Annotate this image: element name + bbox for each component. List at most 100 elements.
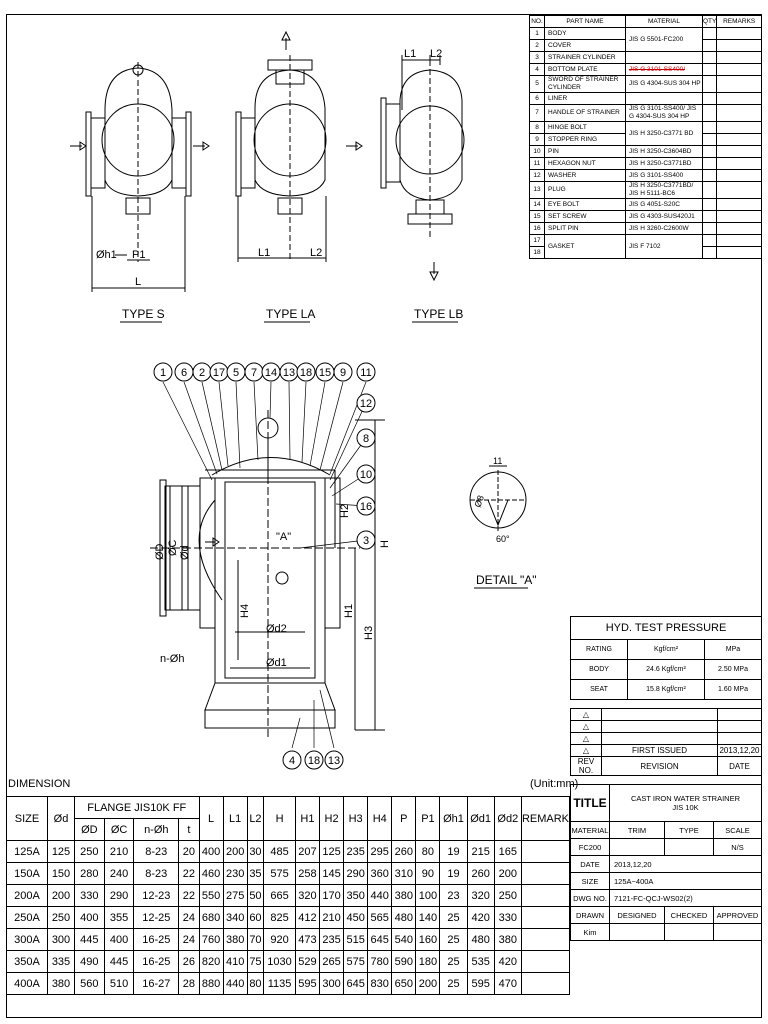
balloon-circle bbox=[356, 530, 376, 550]
dim-header: H4 bbox=[367, 796, 393, 841]
rev-date: 2013,12,20 bbox=[717, 744, 762, 757]
hyd-header-mpa: MPa bbox=[704, 639, 762, 660]
part-remarks bbox=[716, 169, 762, 182]
dim-cell: 480 bbox=[391, 906, 417, 929]
rev-mark-icon: △ bbox=[570, 744, 602, 757]
dim-cell: 170 bbox=[318, 884, 345, 907]
dim-cell: 150 bbox=[47, 862, 75, 885]
dim-cell: 145 bbox=[318, 862, 345, 885]
dim-cell: 90 bbox=[415, 862, 441, 885]
dim-cell: 485 bbox=[263, 840, 296, 863]
dwg-no-label: DWG NO. bbox=[570, 889, 610, 907]
dim-header: Ød bbox=[47, 796, 75, 841]
balloon-circle bbox=[296, 362, 316, 382]
dim-cell: 150A bbox=[6, 862, 48, 885]
table-row: MATERIAL TRIM TYPE SCALE bbox=[570, 821, 762, 839]
dim-cell: 25 bbox=[439, 906, 468, 929]
hyd-kgf: 15.8 Kgf/cm² bbox=[627, 679, 705, 700]
dim-phi-d2: Ød2 bbox=[266, 623, 287, 635]
dim-la-l2: L2 bbox=[310, 247, 322, 259]
dim-cell: 180 bbox=[415, 950, 441, 973]
parts-header-qty: QTY bbox=[701, 15, 718, 28]
part-material: JIS G 5501-FC200 bbox=[625, 27, 703, 52]
dim-p1: P1 bbox=[132, 249, 145, 261]
table-row: DRAWN DESIGNED CHECKED APPROVED bbox=[570, 906, 762, 924]
part-material: JIS H 3250-C3771BD bbox=[625, 157, 703, 170]
dim-cell: 355 bbox=[103, 906, 135, 929]
dim-cell bbox=[520, 928, 571, 951]
dim-cell: 420 bbox=[466, 906, 495, 929]
part-remarks bbox=[716, 145, 762, 158]
rev-text bbox=[601, 732, 718, 745]
dim-cell: 12-23 bbox=[133, 884, 180, 907]
scale-value: N/S bbox=[713, 838, 762, 856]
detail-dim-phi-8: Ø8 bbox=[472, 494, 486, 509]
dim-cell: 820 bbox=[198, 950, 224, 973]
dim-cell: 8-23 bbox=[133, 840, 180, 863]
dim-cell: 230 bbox=[222, 862, 248, 885]
dim-cell: 250A bbox=[6, 906, 48, 929]
dim-cell: 595 bbox=[294, 972, 321, 995]
balloon-number: 4 bbox=[289, 755, 295, 767]
dim-cell: 300 bbox=[318, 972, 345, 995]
dim-phi-d: Ød bbox=[179, 545, 191, 560]
dim-l: L bbox=[135, 276, 141, 288]
dim-cell: 535 bbox=[466, 950, 495, 973]
dim-header: H1 bbox=[294, 796, 321, 841]
part-remarks bbox=[716, 75, 762, 93]
dim-cell: 16-27 bbox=[133, 972, 180, 995]
dim-header: Øh1 bbox=[439, 796, 468, 841]
balloon-circle bbox=[304, 750, 324, 770]
part-qty bbox=[701, 145, 718, 158]
detail-a-label: DETAIL "A" bbox=[476, 573, 537, 587]
part-qty bbox=[701, 246, 718, 259]
dim-cell: 540 bbox=[391, 928, 417, 951]
dim-cell: 445 bbox=[103, 950, 135, 973]
balloon-number: 13 bbox=[328, 755, 340, 767]
part-remarks bbox=[716, 92, 762, 105]
flow-arrow-icon bbox=[193, 141, 210, 151]
part-material-struck: JIS G 3101-SS400/ bbox=[625, 63, 703, 76]
dim-cell: 515 bbox=[343, 928, 369, 951]
dim-cell: 25 bbox=[439, 972, 468, 995]
dim-header-flange: FLANGE JIS10K FF bbox=[74, 796, 200, 819]
dim-h1: H1 bbox=[343, 604, 355, 618]
table-row: △ bbox=[570, 720, 762, 733]
title-label: TITLE bbox=[570, 784, 610, 822]
dim-cell: 550 bbox=[198, 884, 224, 907]
drawn-value: Kim bbox=[570, 923, 610, 941]
balloon-number: 10 bbox=[360, 469, 372, 481]
table-row: SIZE 125A~400A bbox=[570, 872, 762, 890]
dim-cell: 80 bbox=[415, 840, 441, 863]
dim-header: Ød2 bbox=[493, 796, 522, 841]
rev-header-date: DATE bbox=[717, 756, 762, 776]
part-material: JIS F 7102 bbox=[625, 234, 703, 259]
dim-cell: 125 bbox=[47, 840, 75, 863]
dim-header: H3 bbox=[343, 796, 369, 841]
dim-cell: 24 bbox=[178, 906, 200, 929]
approved-label: APPROVED bbox=[713, 906, 762, 924]
dim-cell: 20 bbox=[178, 840, 200, 863]
part-remarks bbox=[716, 51, 762, 64]
dim-cell: 215 bbox=[466, 840, 495, 863]
dim-lb-l2: L2 bbox=[430, 48, 442, 60]
dim-cell: 16-25 bbox=[133, 950, 180, 973]
dim-cell: 380 bbox=[47, 972, 75, 995]
balloon-number: 1 bbox=[160, 367, 166, 379]
hyd-label: BODY bbox=[570, 659, 628, 680]
dim-header: H2 bbox=[318, 796, 345, 841]
dim-cell: 450 bbox=[343, 906, 369, 929]
dim-cell: 140 bbox=[415, 906, 441, 929]
dim-phi-c: ØC bbox=[167, 539, 179, 556]
dim-cell: 80 bbox=[246, 972, 265, 995]
leader-lines bbox=[162, 381, 367, 749]
part-qty bbox=[701, 157, 718, 170]
dim-h3: H3 bbox=[363, 626, 375, 640]
part-material bbox=[625, 92, 703, 105]
balloon-number: 13 bbox=[283, 367, 295, 379]
